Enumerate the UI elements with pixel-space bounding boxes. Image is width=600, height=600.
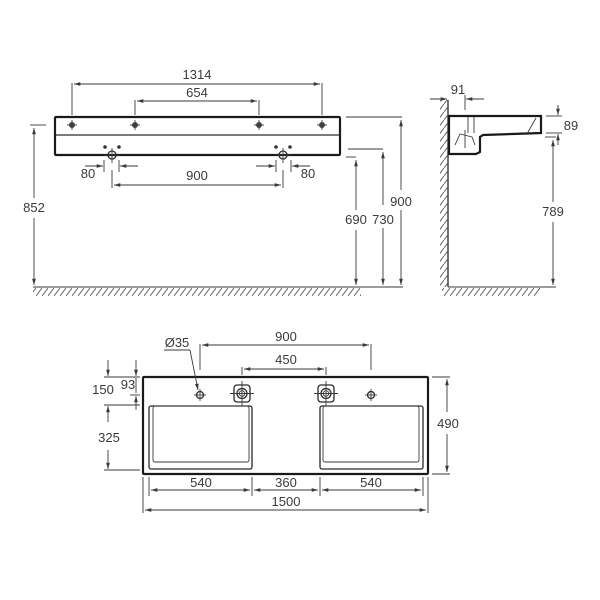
dim-tap-holes-inner: 654	[186, 85, 208, 100]
dim-drains-spacing: 900	[186, 168, 208, 183]
dim-back-to-tap: 93	[121, 377, 135, 392]
basin-front-outline	[53, 115, 342, 157]
dim-bowl-width-left: 540	[190, 475, 212, 490]
front-view: 1314 654 80 80 900 852 690 730	[23, 67, 412, 296]
basin-top-outline	[141, 375, 430, 476]
dim-waste-height-low: 690	[345, 212, 367, 227]
tap-hole-icons	[67, 120, 327, 130]
left-bowl	[148, 405, 253, 470]
dim-tap-holes-spacing: 900	[275, 329, 297, 344]
top-view: Ø35 900 450 150 93 325 490	[92, 329, 459, 513]
dim-bowl-width-right: 540	[360, 475, 382, 490]
dim-left-drain-offset: 80	[81, 166, 95, 181]
dim-center-gap: 360	[275, 475, 297, 490]
dim-right-drain-offset: 80	[301, 166, 315, 181]
drain-icons	[103, 145, 292, 163]
dim-top-height: 900	[390, 194, 412, 209]
waste-icons-top	[230, 381, 338, 406]
dim-total-depth: 490	[437, 416, 459, 431]
dim-total-width: 1500	[272, 494, 301, 509]
floor-hatch	[33, 288, 361, 296]
basin-side-profile	[447, 114, 543, 156]
right-bowl	[319, 405, 424, 470]
dim-tap-holes-outer: 1314	[183, 67, 212, 82]
dim-wastes-spacing: 450	[275, 352, 297, 367]
dim-waste-height-high: 730	[372, 212, 394, 227]
dim-fixing-height: 852	[23, 200, 45, 215]
dim-wall-to-tap: 91	[451, 82, 465, 97]
dim-basin-thickness: 89	[564, 118, 578, 133]
tap-hole-icons-top	[194, 389, 377, 401]
wall-hatch	[440, 100, 448, 287]
dim-bowl-depth: 325	[98, 430, 120, 445]
dim-underside-height: 789	[542, 204, 564, 219]
side-view: 91 89 789	[430, 82, 578, 296]
dim-tap-hole-diameter: Ø35	[165, 335, 190, 350]
dim-back-to-bowl: 150	[92, 382, 114, 397]
